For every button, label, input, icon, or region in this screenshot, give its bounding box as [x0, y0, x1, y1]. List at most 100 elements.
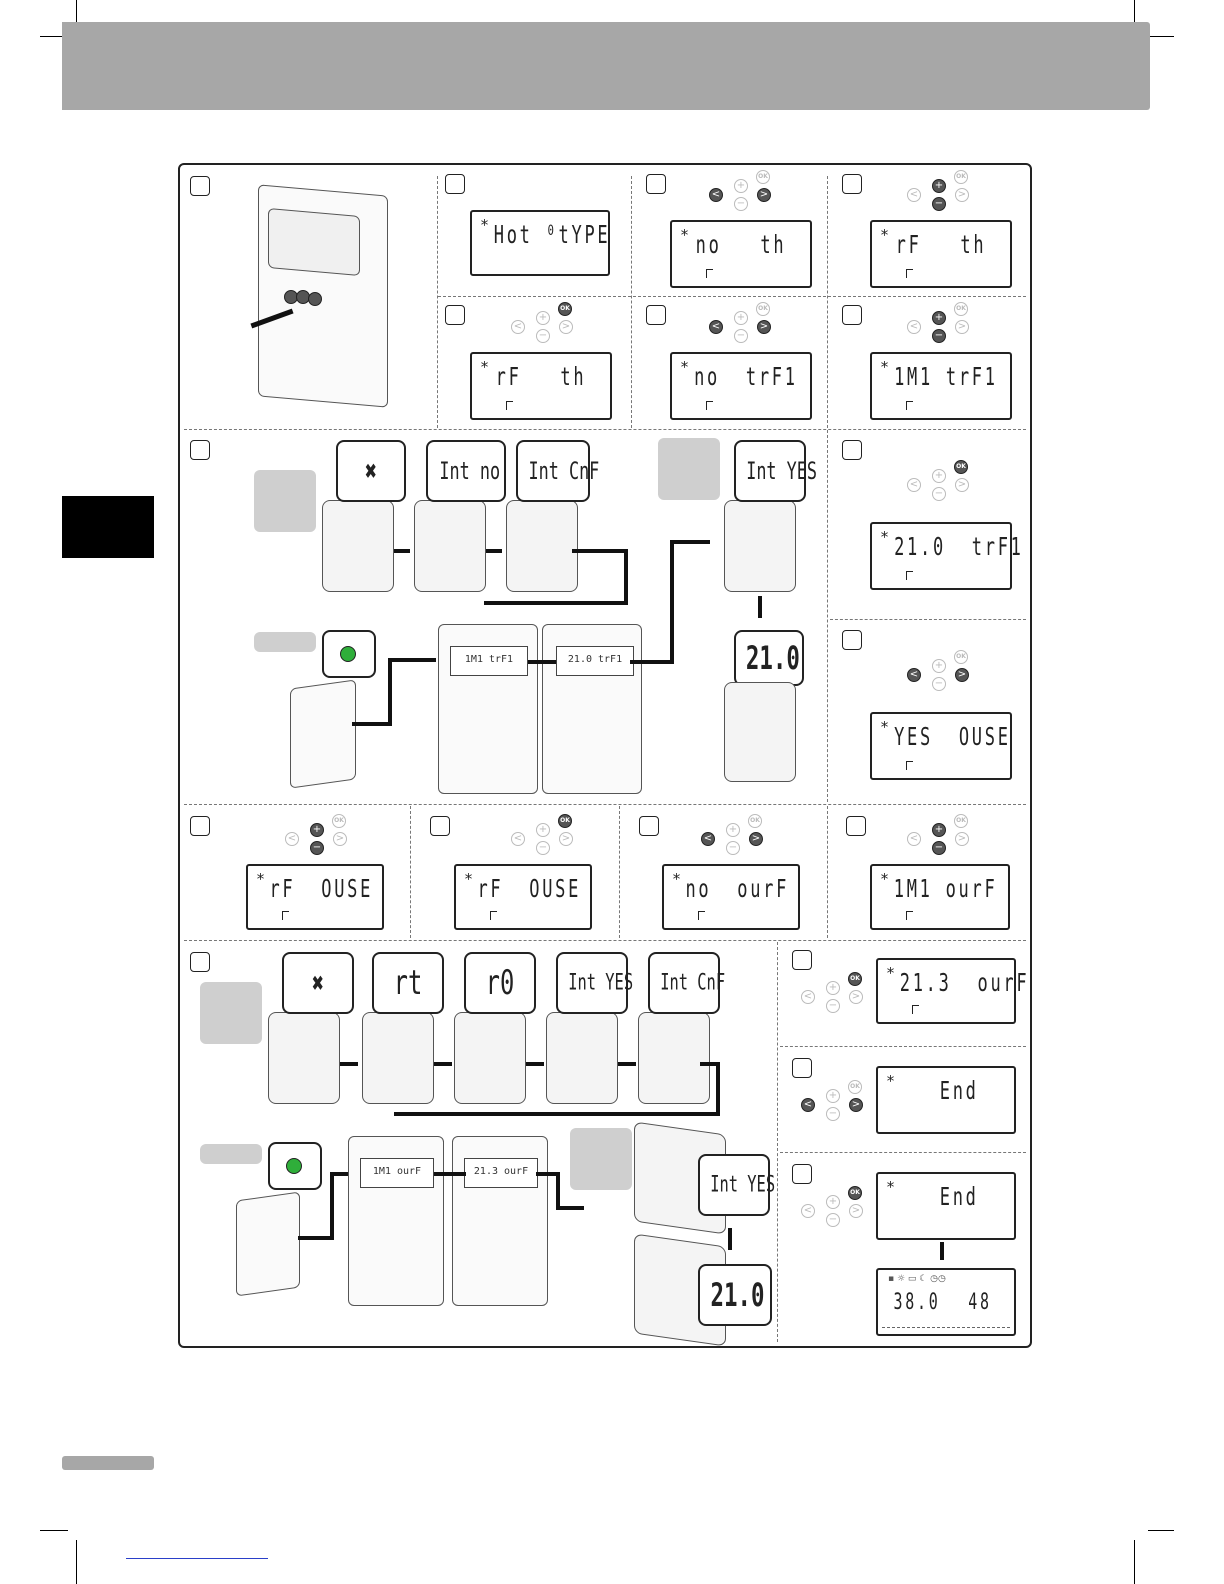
tools-icon: ✖	[365, 454, 377, 488]
divider	[827, 176, 828, 428]
flow-arrow	[526, 1062, 544, 1066]
flow-arrow	[298, 1236, 332, 1240]
lcd-display: *no ourF	[662, 864, 800, 930]
button-pad: OK + < > −	[508, 302, 573, 346]
flow-arrow	[728, 1228, 732, 1250]
tools-bubble: ✖	[336, 440, 406, 502]
final-left-value: 38.0	[893, 1290, 941, 1315]
controller-display	[268, 207, 360, 277]
divider	[184, 940, 1026, 941]
header-bar	[62, 22, 1136, 110]
step-box	[639, 816, 659, 836]
step-box	[792, 1164, 812, 1184]
lcd-display: *no trF1	[670, 352, 812, 420]
lcd-display: *rF OUSE	[246, 864, 384, 930]
lcd-display: *1M1 ourF	[870, 864, 1010, 930]
unit-lcd: 21.3 ourF	[464, 1158, 538, 1188]
thermostat	[322, 500, 394, 592]
lcd-display: *Hot ⁰tYPE	[470, 210, 610, 276]
step-box	[842, 174, 862, 194]
step-box	[842, 630, 862, 650]
flow-arrow	[716, 1062, 720, 1116]
flow-arrow	[572, 549, 626, 553]
crop-mark	[1134, 1540, 1135, 1584]
lcd-display: *21.0 trF1	[870, 522, 1021, 590]
crop-mark	[76, 1540, 77, 1584]
button-pad: OK + < > −	[706, 170, 771, 214]
flow-arrow	[528, 660, 556, 664]
button-pad: OK + < > −	[904, 814, 969, 858]
button-pad: OK + < > −	[798, 1186, 863, 1230]
divider	[882, 1327, 1010, 1328]
flow-arrow	[536, 1172, 560, 1176]
unit-lcd: 1M1 trF1	[450, 646, 528, 676]
display-bubble: r0	[464, 952, 536, 1014]
lcd-display: *1M1 trF1	[870, 352, 1012, 420]
gray-marker	[658, 438, 720, 500]
footer-bar	[62, 1456, 154, 1470]
button-pad: OK + < > −	[904, 302, 969, 346]
step-box	[445, 174, 465, 194]
flow-arrow	[394, 549, 410, 553]
step-box	[190, 816, 210, 836]
flow-arrow	[700, 1062, 720, 1066]
crop-mark	[1148, 36, 1174, 37]
gray-marker	[254, 470, 316, 532]
led-bubble	[268, 1142, 322, 1190]
flow-arrow	[340, 1062, 358, 1066]
step-box	[792, 950, 812, 970]
lcd-display: *End	[876, 1066, 1016, 1134]
gray-marker	[570, 1128, 632, 1190]
divider	[827, 806, 828, 938]
flow-arrow	[556, 1206, 584, 1210]
button-pad: OK + < > −	[904, 170, 969, 214]
button-pad: OK + < > −	[706, 302, 771, 346]
crop-mark	[40, 1530, 68, 1531]
thermostat	[506, 500, 578, 592]
button-pad: OK + < > −	[508, 814, 573, 858]
thermostat	[268, 1012, 340, 1104]
step-box	[190, 440, 210, 460]
tools-icon: ✖	[312, 966, 324, 1000]
divider	[777, 942, 778, 1342]
divider	[827, 430, 828, 802]
display-bubble: Int no	[426, 440, 506, 502]
chapter-tab	[62, 496, 154, 558]
unit-lcd: 1M1 ourF	[360, 1158, 434, 1188]
flow-arrow	[484, 601, 628, 605]
display-bubble: Int CnF	[648, 952, 725, 1014]
flow-arrow	[352, 722, 390, 726]
flow-arrow	[556, 1172, 560, 1208]
flow-arrow	[486, 549, 502, 553]
divider	[437, 176, 438, 428]
divider	[184, 804, 1026, 805]
footer-link-underline[interactable]	[126, 1558, 268, 1559]
thermostat	[414, 500, 486, 592]
flow-arrow	[624, 549, 628, 604]
display-bubble: rt	[372, 952, 444, 1014]
flow-arrow	[670, 540, 674, 664]
wireless-module	[290, 679, 356, 789]
flow-arrow	[618, 1062, 636, 1066]
lcd-display: *rF th	[470, 352, 612, 420]
flow-arrow	[330, 1174, 334, 1240]
flow-arrow	[758, 596, 762, 618]
step-box	[842, 305, 862, 325]
thermostat	[362, 1012, 434, 1104]
flow-arrow	[434, 1062, 452, 1066]
green-led-icon	[340, 646, 356, 662]
gray-marker	[200, 1144, 262, 1164]
button-pad: OK + < > −	[798, 972, 863, 1016]
divider	[631, 176, 632, 428]
thermostat	[724, 500, 796, 592]
flow-arrow	[388, 660, 392, 726]
flow-arrow	[940, 1242, 944, 1260]
display-bubble: Int YES	[734, 440, 817, 502]
button-pad: OK + < > −	[282, 814, 347, 858]
button-pad: OK + < > −	[798, 1080, 863, 1124]
step-box	[646, 174, 666, 194]
flow-arrow	[394, 1112, 720, 1116]
step-box	[430, 816, 450, 836]
thermostat	[638, 1012, 710, 1104]
crop-mark	[76, 0, 77, 30]
